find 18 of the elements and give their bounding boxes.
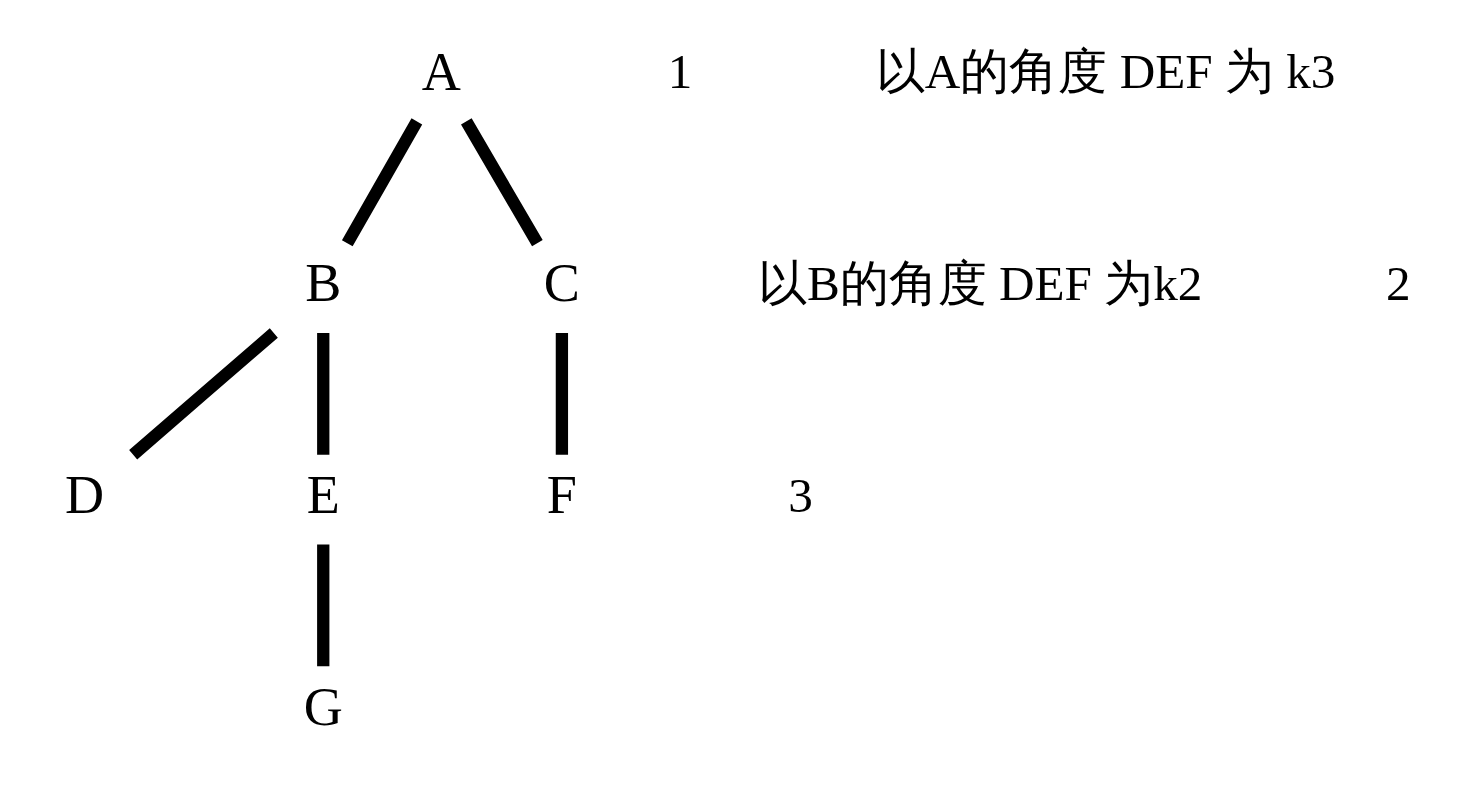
node-text: G: [303, 676, 343, 737]
label: 以A的角度 DEF 为 k3: [875, 43, 1336, 99]
node-text: A: [421, 41, 461, 102]
node-text: F: [546, 464, 577, 525]
node-text: E: [306, 464, 340, 525]
label: 以B的角度 DEF 为k2: [757, 255, 1203, 311]
connector: [317, 332, 330, 455]
label: 1: [667, 43, 693, 99]
connector: [341, 117, 423, 246]
connector: [461, 117, 543, 246]
label: 2: [1386, 255, 1411, 311]
node-text: C: [543, 252, 580, 313]
node-text: B: [305, 252, 342, 313]
connector: [555, 332, 569, 455]
connector: [129, 327, 278, 459]
label: 3: [788, 467, 813, 523]
connector: [317, 544, 330, 666]
node-text: D: [65, 464, 105, 525]
